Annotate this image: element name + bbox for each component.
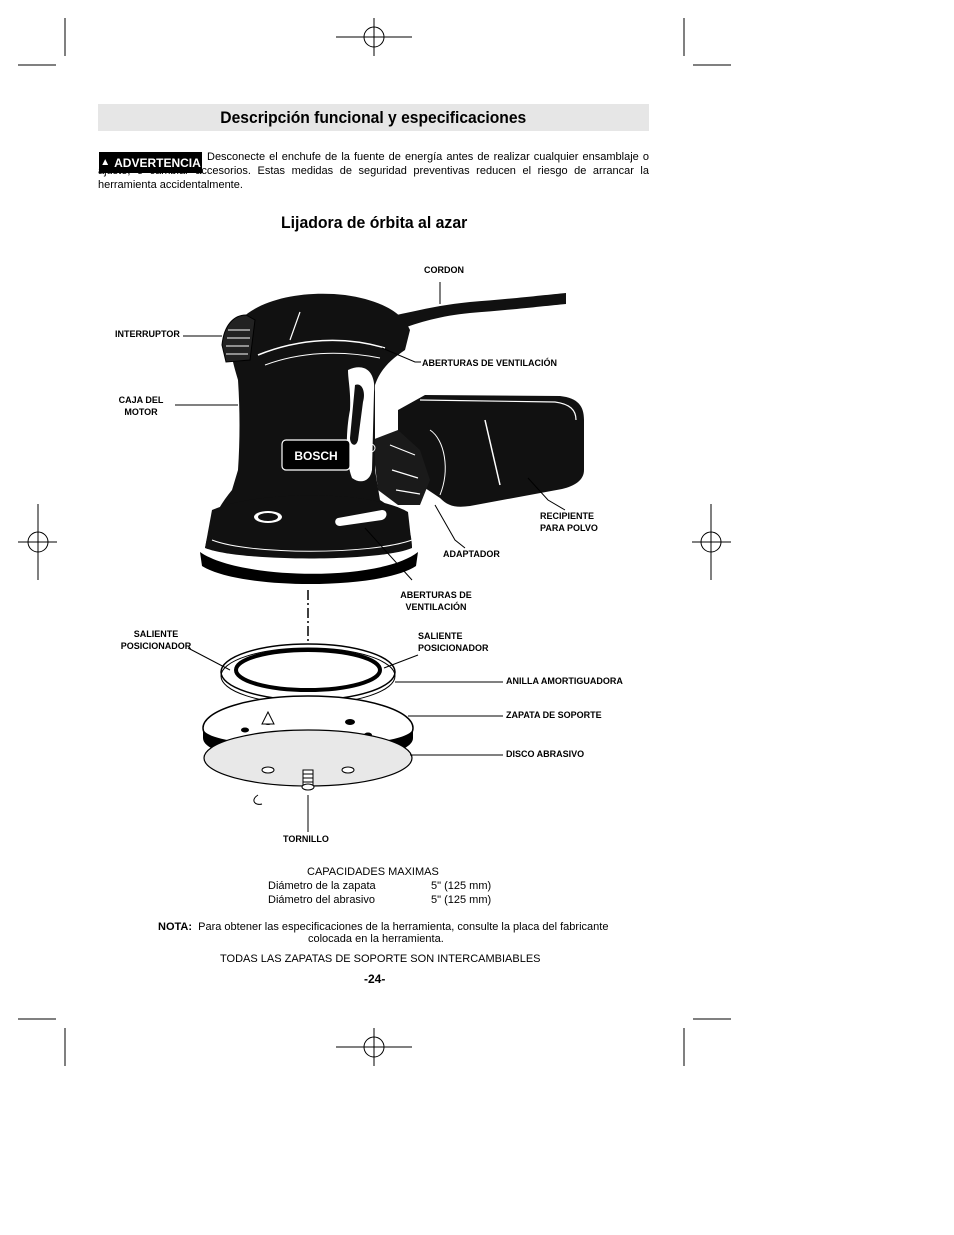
cushion-ring bbox=[220, 643, 396, 705]
note-line1: Para obtener las especificaciones de la … bbox=[198, 921, 609, 933]
section-title-bar: Descripción funcional y especificaciones bbox=[98, 104, 649, 131]
note-label: NOTA: bbox=[158, 921, 193, 933]
sander-base bbox=[200, 495, 418, 584]
note: NOTA: Para obtener las especificaciones … bbox=[158, 921, 618, 945]
page-title: Descripción funcional y especificaciones bbox=[220, 107, 527, 127]
page-number: -24- bbox=[364, 972, 386, 986]
specs-heading: CAPACIDADES MAXIMAS bbox=[307, 866, 439, 878]
abrasive-disc bbox=[203, 729, 413, 805]
note-line2: colocada en la herramienta. bbox=[308, 933, 444, 945]
spec-name: Diámetro del abrasivo bbox=[268, 894, 375, 906]
spec-value: 5" (125 mm) bbox=[431, 894, 492, 906]
warning-triangle-icon: ▲ bbox=[100, 157, 111, 168]
registration-mark-right bbox=[692, 504, 731, 580]
adapter bbox=[372, 430, 430, 505]
brand-logo: BOSCH bbox=[294, 449, 337, 463]
label-saliente-left: SALIENTE POSICIONADOR bbox=[120, 629, 192, 651]
label-recipiente: RECIPIENTE PARA POLVO bbox=[540, 511, 598, 533]
label-disco: DISCO ABRASIVO bbox=[506, 749, 585, 759]
registration-mark-bottom bbox=[336, 1028, 412, 1066]
motor-housing bbox=[205, 293, 412, 548]
label-tornillo: TORNILLO bbox=[283, 834, 329, 844]
figure-title: Lijadora de órbita al azar bbox=[281, 213, 468, 232]
label-aberturas-top: ABERTURAS DE VENTILACIÓN bbox=[422, 358, 558, 368]
warning-text: Desconecte el enchufe de la fuente de en… bbox=[98, 151, 649, 191]
label-caja-motor: CAJA DEL MOTOR bbox=[118, 395, 164, 417]
label-aberturas-bottom: ABERTURAS DE VENTILACIÓN bbox=[400, 590, 472, 612]
registration-mark-top bbox=[336, 18, 412, 56]
spec-value: 5" (125 mm) bbox=[431, 880, 492, 892]
label-saliente-right: SALIENTE POSICIONADOR bbox=[418, 631, 489, 653]
registration-mark-left bbox=[18, 504, 57, 580]
leader-lines bbox=[175, 335, 566, 832]
label-cordon: CORDON bbox=[424, 265, 464, 275]
interchangeable-note: TODAS LAS ZAPATAS DE SOPORTE SON INTERCA… bbox=[220, 953, 541, 965]
power-cord bbox=[392, 282, 566, 330]
label-zapata: ZAPATA DE SOPORTE bbox=[506, 710, 602, 720]
dust-canister bbox=[398, 395, 584, 507]
screw bbox=[301, 769, 315, 791]
spec-name: Diámetro de la zapata bbox=[268, 880, 376, 892]
label-adaptador: ADAPTADOR bbox=[443, 549, 500, 559]
warning-badge: ▲ ADVERTENCIA bbox=[99, 152, 202, 173]
warning-badge-label: ADVERTENCIA bbox=[114, 155, 201, 170]
label-anilla: ANILLA AMORTIGUADORA bbox=[506, 676, 623, 686]
label-interruptor: INTERRUPTOR bbox=[115, 329, 180, 339]
